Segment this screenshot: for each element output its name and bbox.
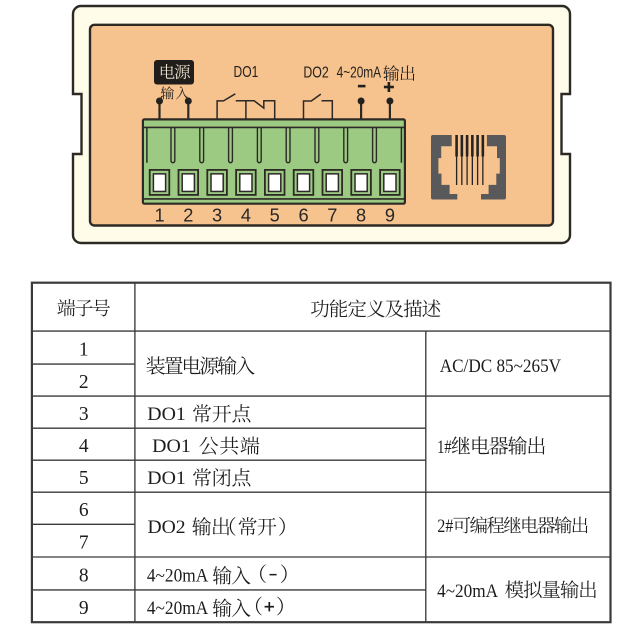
svg-text:1: 1 xyxy=(79,340,89,361)
svg-text:AC/DC 85~265V: AC/DC 85~265V xyxy=(440,356,562,377)
svg-text:DO2: DO2 xyxy=(303,64,328,81)
svg-text:4: 4 xyxy=(79,436,89,457)
svg-text:1#: 1# xyxy=(437,437,452,458)
svg-text:3: 3 xyxy=(212,206,222,226)
svg-text:1: 1 xyxy=(154,206,164,226)
svg-text:DO1: DO1 xyxy=(234,64,259,81)
svg-text:DO1: DO1 xyxy=(147,404,186,425)
svg-text:9: 9 xyxy=(79,598,89,619)
svg-text:4~20mA: 4~20mA xyxy=(337,64,382,81)
svg-text:8: 8 xyxy=(79,565,89,586)
svg-text:8: 8 xyxy=(356,206,366,226)
svg-text:6: 6 xyxy=(298,206,308,226)
svg-text:7: 7 xyxy=(327,206,337,226)
svg-text:2: 2 xyxy=(79,372,89,393)
svg-text:4~20mA: 4~20mA xyxy=(147,565,209,586)
svg-text:6: 6 xyxy=(79,500,89,521)
svg-text:5: 5 xyxy=(79,468,89,489)
svg-text:2#: 2# xyxy=(437,516,453,537)
svg-text:4~20mA: 4~20mA xyxy=(147,598,209,619)
svg-text:5: 5 xyxy=(270,206,280,226)
svg-text:DO1: DO1 xyxy=(147,468,186,489)
svg-text:9: 9 xyxy=(385,206,395,226)
svg-text:2: 2 xyxy=(183,206,193,226)
svg-text:DO2: DO2 xyxy=(148,517,186,538)
svg-text:4: 4 xyxy=(241,206,251,226)
svg-text:4~20mA: 4~20mA xyxy=(437,581,498,602)
svg-text:3: 3 xyxy=(79,404,89,425)
svg-text:7: 7 xyxy=(79,532,89,553)
svg-text:DO1: DO1 xyxy=(152,436,191,457)
